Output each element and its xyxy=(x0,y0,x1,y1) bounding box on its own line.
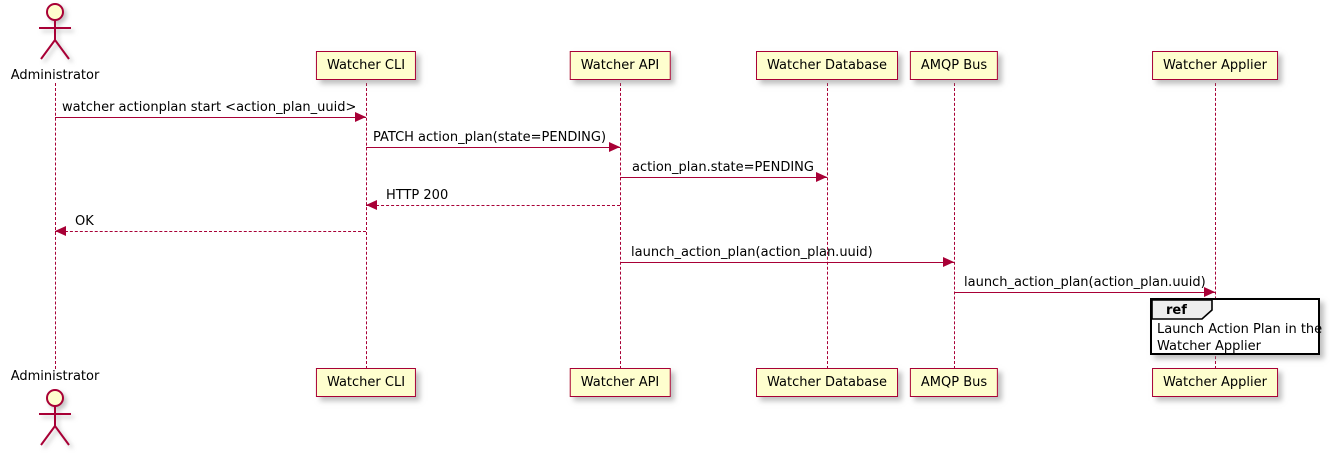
message-label: HTTP 200 xyxy=(386,188,449,203)
message-label: launch_action_plan(action_plan.uuid) xyxy=(631,245,873,260)
message-label: watcher actionplan start <action_plan_uu… xyxy=(62,100,357,115)
message-label: PATCH action_plan(state=PENDING) xyxy=(373,130,607,145)
arrowhead-icon xyxy=(55,226,66,236)
participant-watcher-api-bottom: Watcher API xyxy=(569,368,671,397)
message-line xyxy=(620,177,827,178)
ref-keyword: ref xyxy=(1166,303,1187,318)
arrowhead-icon xyxy=(943,257,954,267)
participant-watcher-cli-bottom: Watcher CLI xyxy=(315,368,417,397)
arrowhead-icon xyxy=(816,172,827,182)
message-line xyxy=(55,231,366,232)
participant-watcher-cli-top: Watcher CLI xyxy=(315,51,417,80)
lifeline-watcher-applier xyxy=(1215,83,1216,369)
arrowhead-icon xyxy=(609,142,620,152)
actor-icon xyxy=(39,389,71,446)
participant-watcher-database-top: Watcher Database xyxy=(756,51,898,80)
arrowhead-icon xyxy=(1204,287,1215,297)
ref-fragment: ref Launch Action Plan in the Watcher Ap… xyxy=(1150,298,1322,355)
actor-label-administrator-bottom: Administrator xyxy=(10,369,100,384)
arrowhead-icon xyxy=(366,200,377,210)
message-line xyxy=(366,205,620,206)
ref-header-tab: ref xyxy=(1151,299,1213,320)
lifeline-watcher-api xyxy=(620,83,621,369)
message-label: launch_action_plan(action_plan.uuid) xyxy=(964,275,1206,290)
lifeline-watcher-database xyxy=(827,83,828,369)
participant-watcher-applier-top: Watcher Applier xyxy=(1152,51,1278,80)
lifeline-watcher-cli xyxy=(366,83,367,369)
message-label: OK xyxy=(75,214,94,229)
actor-icon xyxy=(39,3,71,60)
lifeline-amqp-bus xyxy=(954,83,955,369)
participant-watcher-database-bottom: Watcher Database xyxy=(756,368,898,397)
message-label: action_plan.state=PENDING xyxy=(632,160,814,175)
message-line xyxy=(954,292,1215,293)
ref-text-line: Watcher Applier xyxy=(1157,339,1261,354)
participant-amqp-bus-bottom: AMQP Bus xyxy=(909,368,999,397)
message-line xyxy=(620,262,954,263)
participant-amqp-bus-top: AMQP Bus xyxy=(909,51,999,80)
ref-text-line: Launch Action Plan in the xyxy=(1157,322,1323,337)
participant-watcher-applier-bottom: Watcher Applier xyxy=(1152,368,1278,397)
participant-watcher-api-top: Watcher API xyxy=(569,51,671,80)
arrowhead-icon xyxy=(355,112,366,122)
message-line xyxy=(366,147,620,148)
ref-text: Launch Action Plan in the Watcher Applie… xyxy=(1157,321,1322,355)
actor-label-administrator-top: Administrator xyxy=(10,68,100,83)
message-line xyxy=(55,117,366,118)
